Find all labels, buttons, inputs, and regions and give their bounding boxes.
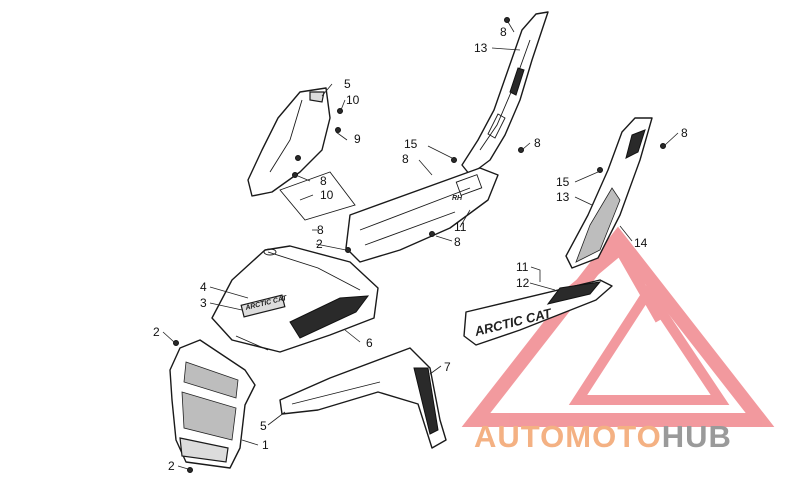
svg-text:AUTOMOTOHUB: AUTOMOTOHUB bbox=[474, 419, 732, 454]
callout-5: 5 bbox=[260, 419, 267, 433]
watermark-moto: MOTO bbox=[565, 419, 661, 454]
upper-side-panel bbox=[461, 11, 549, 176]
callout-13: 13 bbox=[474, 41, 488, 55]
callout-11: 11 bbox=[516, 260, 529, 274]
callout-10: 10 bbox=[320, 188, 334, 202]
callout-12: 12 bbox=[516, 276, 530, 290]
callout-8: 8 bbox=[320, 174, 327, 188]
callout-15: 15 bbox=[556, 175, 570, 189]
lower-fender-7 bbox=[279, 347, 447, 449]
callout-11: 11 bbox=[454, 220, 467, 234]
watermark-logo bbox=[461, 226, 775, 427]
right-panel-14 bbox=[565, 117, 653, 269]
hood-3-4: ARCTIC CAT bbox=[211, 245, 379, 353]
front-grille-1 bbox=[169, 339, 256, 469]
callout-4: 4 bbox=[200, 280, 207, 294]
callout-15: 15 bbox=[404, 137, 418, 151]
callout-8: 8 bbox=[317, 223, 324, 237]
watermark-hub: HUB bbox=[662, 419, 732, 454]
callout-2: 2 bbox=[168, 459, 175, 473]
callout-5: 5 bbox=[344, 77, 351, 91]
callout-8: 8 bbox=[681, 126, 688, 140]
callout-8: 8 bbox=[402, 152, 409, 166]
callout-6: 6 bbox=[366, 336, 373, 350]
watermark-auto: AUTO bbox=[474, 419, 565, 454]
panel-mark: RH bbox=[452, 195, 463, 202]
callout-10: 10 bbox=[346, 93, 360, 107]
leader-lines bbox=[162, 21, 679, 470]
callout-8: 8 bbox=[454, 235, 461, 249]
callout-labels: 8 13 5 10 9 15 8 8 8 8 10 15 13 11 8 2 8… bbox=[153, 25, 688, 473]
callout-1: 1 bbox=[262, 438, 269, 452]
side-panel-11: RH bbox=[345, 167, 499, 263]
callout-13: 13 bbox=[556, 190, 570, 204]
callout-8: 8 bbox=[500, 25, 507, 39]
callout-14: 14 bbox=[634, 236, 648, 250]
callout-7: 7 bbox=[444, 360, 451, 374]
callout-9: 9 bbox=[354, 132, 361, 146]
callout-8: 8 bbox=[534, 136, 541, 150]
callout-3: 3 bbox=[200, 296, 207, 310]
watermark-text: AUTOMOTOHUB bbox=[474, 419, 732, 454]
fasteners bbox=[173, 17, 666, 473]
upper-fender-5 bbox=[247, 87, 356, 221]
callout-2: 2 bbox=[153, 325, 160, 339]
callout-2: 2 bbox=[316, 237, 323, 251]
